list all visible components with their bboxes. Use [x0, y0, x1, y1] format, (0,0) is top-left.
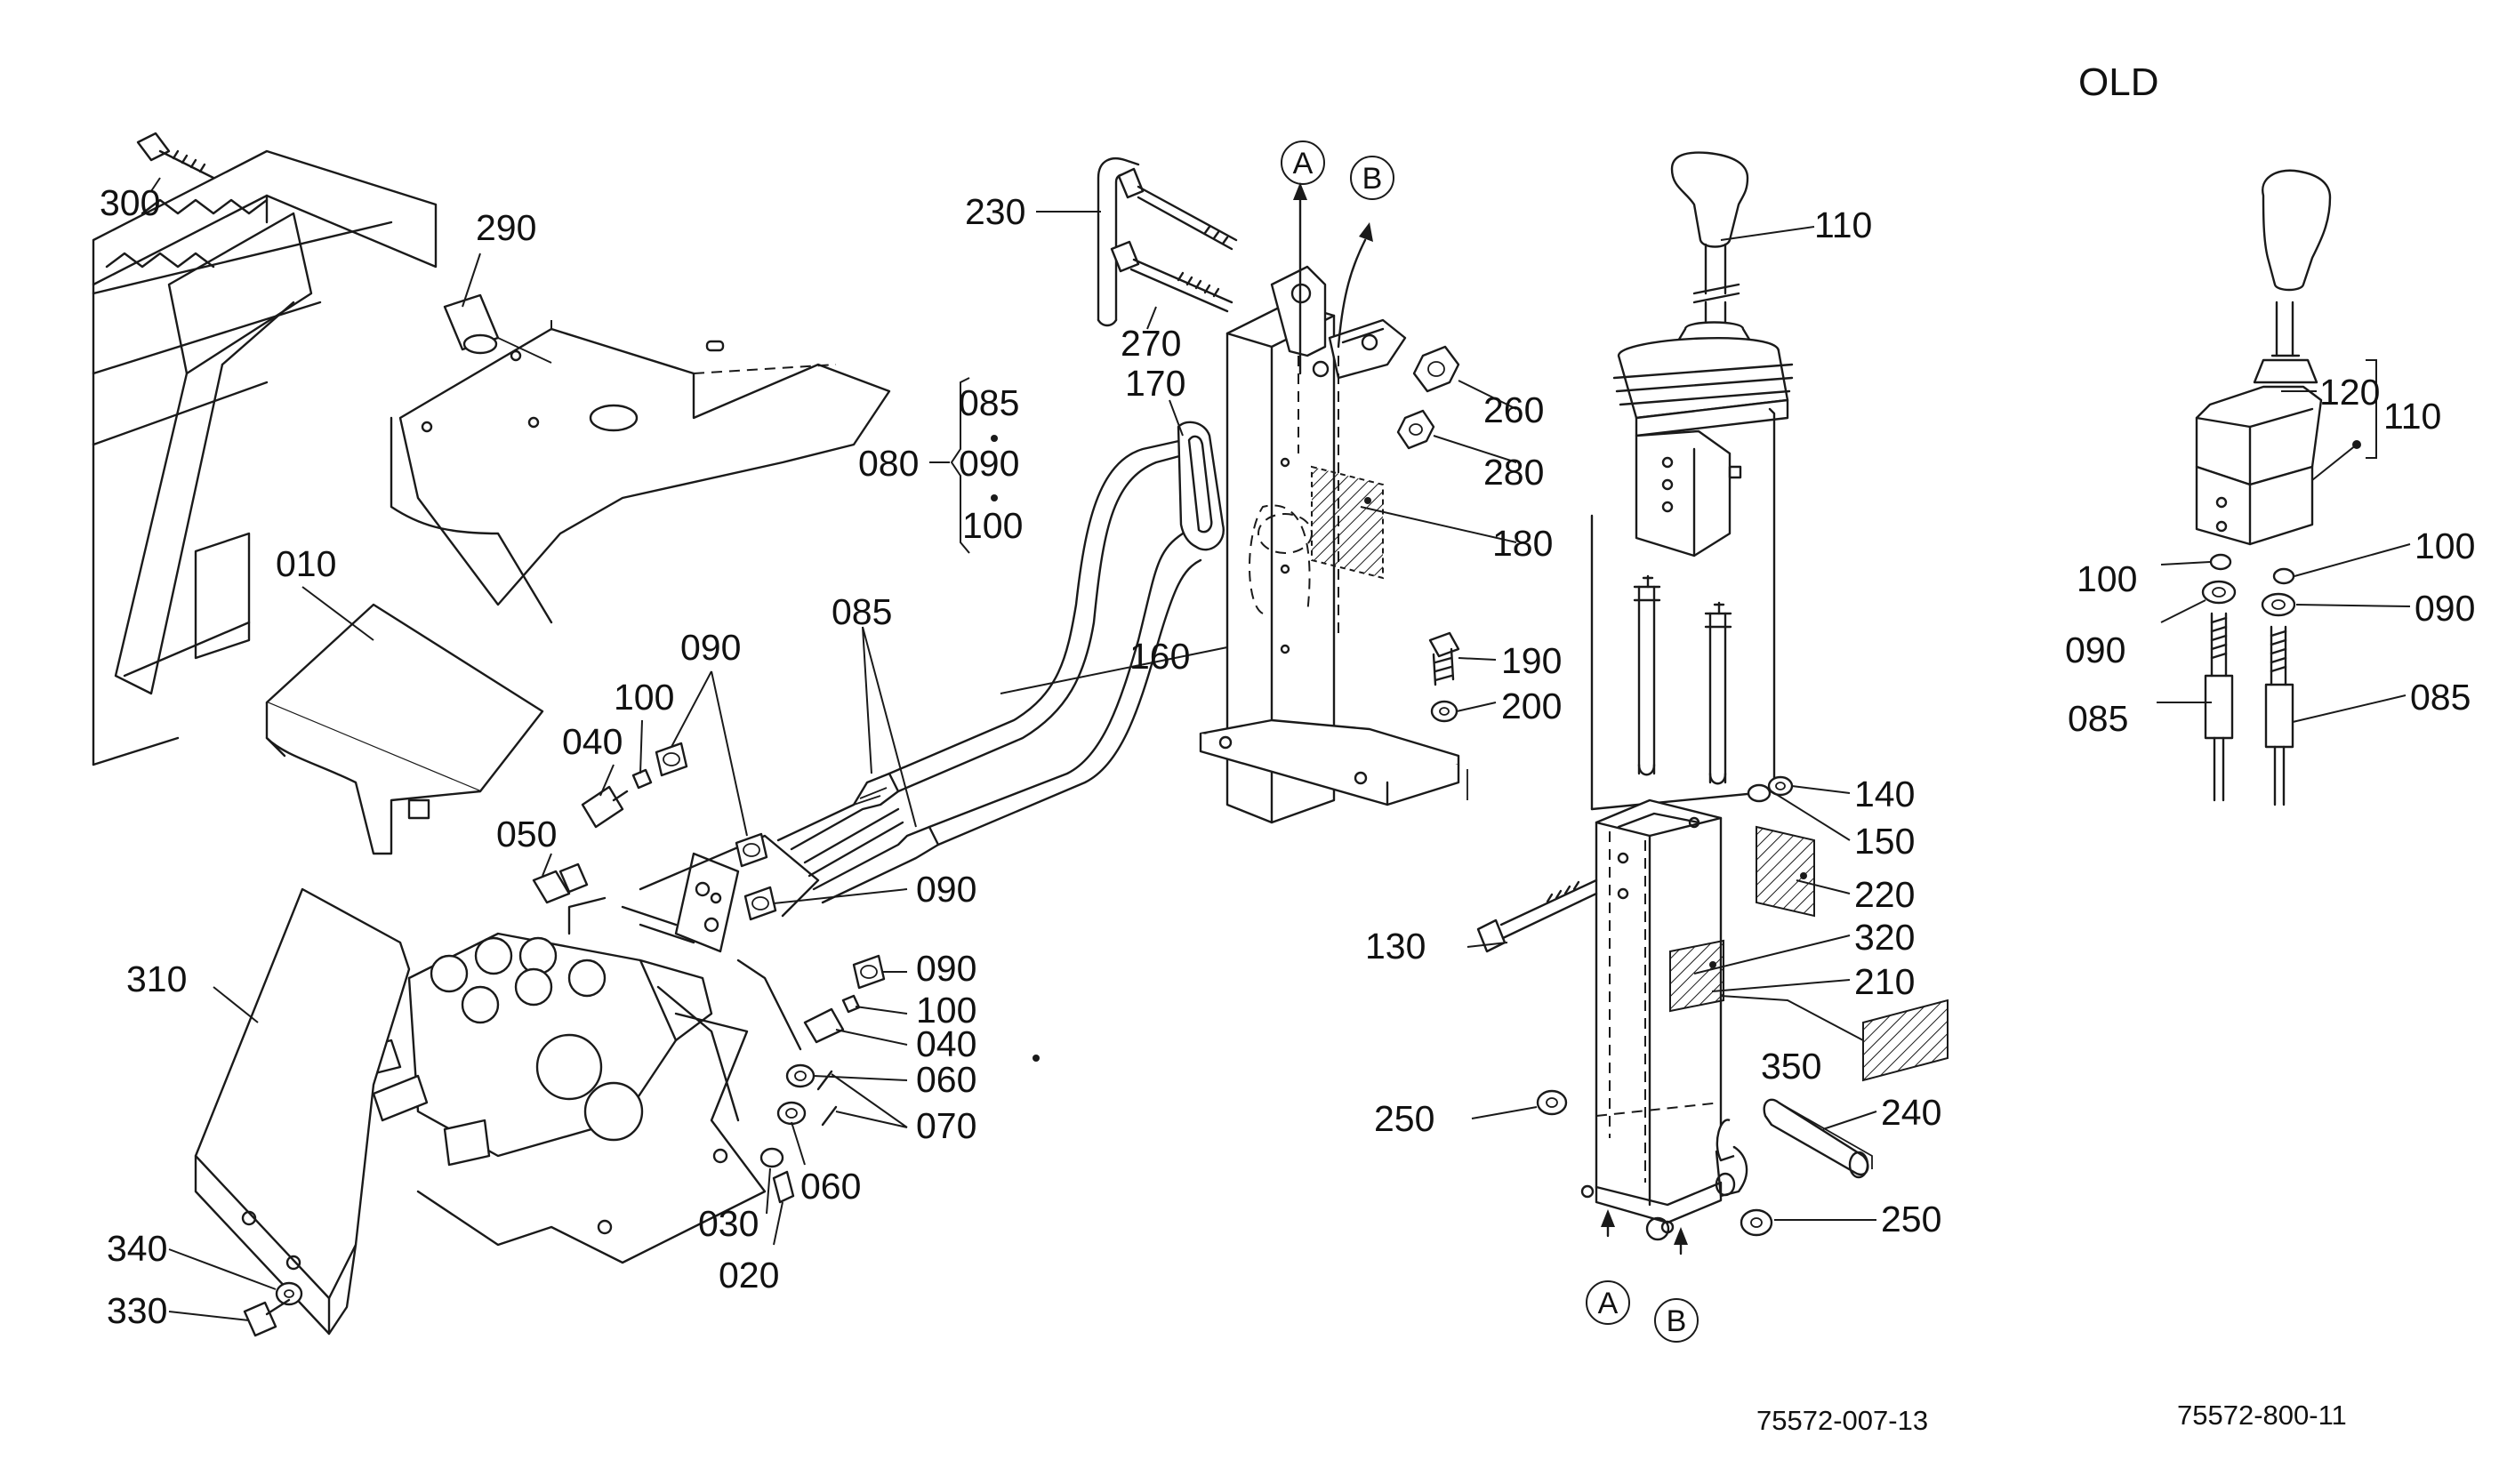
old-label-085-left: 085 — [2068, 698, 2128, 739]
label-030: 030 — [698, 1203, 759, 1244]
label-320: 320 — [1854, 917, 1915, 958]
label-280: 280 — [1483, 452, 1544, 493]
label-100-lower: 100 — [916, 990, 976, 1031]
label-130: 130 — [1365, 926, 1426, 967]
label-190: 190 — [1501, 640, 1562, 681]
old-label-100-left: 100 — [2077, 558, 2137, 599]
svg-text:A: A — [1293, 147, 1314, 180]
cover-010 — [265, 603, 544, 855]
label-250-right: 250 — [1881, 1199, 1941, 1239]
marker-a-bottom: A — [1586, 1280, 1630, 1325]
step-frame — [92, 149, 438, 766]
bolt-300 — [136, 132, 215, 180]
label-040-upper: 040 — [562, 721, 623, 762]
label-090-upper: 090 — [680, 627, 741, 668]
grommet-170 — [1177, 421, 1225, 551]
valve-body — [354, 896, 713, 1167]
bolt-330-washer-340 — [243, 1281, 303, 1337]
old-label-120: 120 — [2319, 372, 2380, 413]
arrows-a-b — [1293, 182, 1688, 1255]
svg-text:B: B — [1667, 1304, 1687, 1338]
old-label-085-right: 085 — [2410, 677, 2471, 718]
pedal-guard-310 — [194, 887, 411, 1336]
label-060-bottom: 060 — [800, 1166, 861, 1207]
label-300: 300 — [100, 182, 160, 223]
label-060-right: 060 — [916, 1059, 976, 1100]
label-200: 200 — [1501, 686, 1562, 726]
label-260: 260 — [1483, 389, 1544, 430]
old-label-090-left: 090 — [2065, 630, 2125, 670]
label-110: 110 — [1814, 205, 1872, 245]
label-210: 210 — [1854, 961, 1915, 1002]
label-290: 290 — [476, 207, 536, 248]
bolt-130 — [1476, 878, 1598, 953]
marker-b-top: B — [1350, 156, 1394, 200]
label-040-lower: 040 — [916, 1023, 976, 1064]
old-label-100-right: 100 — [2415, 525, 2475, 566]
label-090-mid: 090 — [916, 869, 976, 910]
old-label-090-right: 090 — [2415, 588, 2475, 629]
label-070: 070 — [916, 1105, 976, 1146]
collar-290 — [443, 293, 552, 364]
part-number-labels: 300 290 010 310 340 330 040 100 090 085 … — [100, 182, 2475, 1331]
label-100-upper: 100 — [614, 677, 674, 718]
svg-text:A: A — [1598, 1287, 1619, 1320]
lever-bracket — [621, 834, 820, 1122]
lever-housing — [1580, 798, 1748, 1241]
label-340: 340 — [107, 1228, 167, 1269]
label-085: 085 — [832, 591, 892, 632]
old-lever — [2195, 169, 2332, 806]
valve-mount-plate — [416, 1012, 767, 1264]
bolts-230-270 — [1097, 157, 1238, 327]
nuts-260-280 — [1396, 345, 1460, 450]
label-170: 170 — [1125, 363, 1185, 404]
cables-085 — [776, 438, 1202, 904]
label-220: 220 — [1854, 874, 1915, 915]
label-350: 350 — [1761, 1046, 1821, 1087]
lever-110 — [1590, 151, 1794, 811]
old-label: OLD — [2078, 60, 2158, 104]
label-090-lower: 090 — [916, 948, 976, 989]
label-240: 240 — [1881, 1092, 1941, 1133]
lever-stand — [1199, 265, 1468, 824]
rods — [1633, 574, 1732, 785]
label-150: 150 — [1854, 821, 1915, 862]
drawing-code-right: 75572-800-11 — [2177, 1400, 2347, 1431]
label-270: 270 — [1121, 323, 1181, 364]
label-250-left: 250 — [1374, 1098, 1434, 1139]
control-base-plate — [390, 320, 891, 624]
label-230: 230 — [965, 191, 1025, 232]
label-085-group: 085 — [959, 382, 1019, 423]
group-brace-080 — [929, 377, 998, 554]
label-020: 020 — [719, 1255, 779, 1295]
marker-a-top: A — [1281, 140, 1325, 185]
label-010: 010 — [276, 543, 336, 584]
label-160: 160 — [1129, 636, 1190, 677]
label-080: 080 — [858, 443, 919, 484]
marker-b-bottom: B — [1654, 1298, 1699, 1343]
bolt-190-washer-200 — [1428, 631, 1460, 723]
label-140: 140 — [1854, 774, 1915, 814]
drawing-code-left: 75572-007-13 — [1756, 1405, 1928, 1436]
small-parts-right — [1536, 775, 1949, 1237]
label-090-group: 090 — [959, 443, 1019, 484]
label-180: 180 — [1492, 523, 1553, 564]
leader-lines — [150, 177, 2411, 1321]
label-310: 310 — [126, 959, 187, 999]
label-100-group: 100 — [962, 505, 1023, 546]
label-330: 330 — [107, 1290, 167, 1331]
label-050: 050 — [496, 814, 557, 854]
old-label-110: 110 — [2383, 396, 2441, 437]
svg-text:B: B — [1362, 162, 1383, 196]
